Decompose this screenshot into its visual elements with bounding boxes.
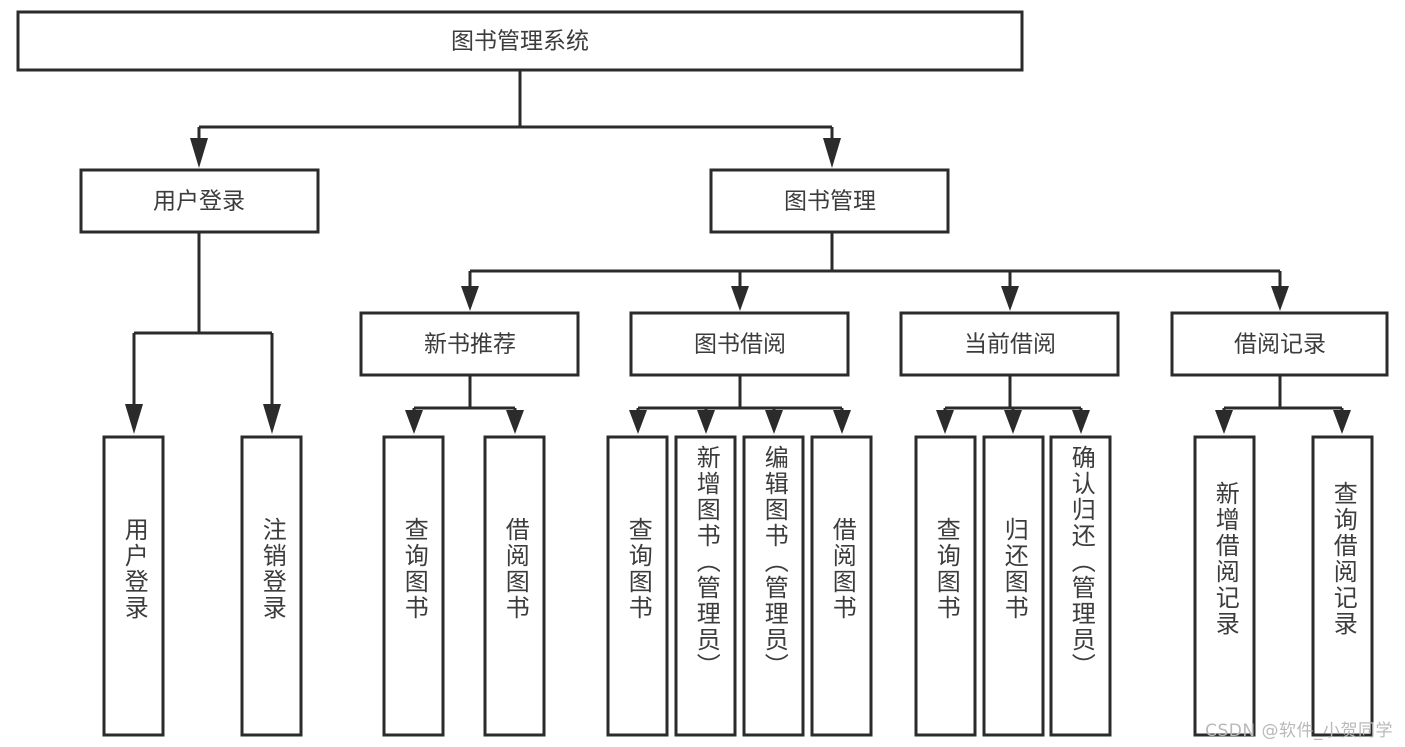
arrow-head-icon — [823, 138, 841, 168]
node-user-login-box[interactable] — [79, 168, 320, 234]
connector-group-book-manage — [461, 232, 1289, 311]
leaf-box[interactable] — [483, 435, 546, 737]
node-borrow-record[interactable]: 借阅记录 — [1170, 311, 1389, 377]
arrow-head-icon — [936, 410, 954, 434]
connector-group-root — [190, 70, 841, 168]
arrow-head-icon — [731, 286, 749, 311]
leaf-box[interactable] — [606, 435, 669, 737]
node-book-borrow-box[interactable] — [629, 311, 850, 377]
arrow-head-icon — [833, 410, 851, 434]
leaf-box[interactable] — [914, 435, 977, 737]
leaf-box[interactable] — [1311, 435, 1374, 737]
leaf-box[interactable] — [382, 435, 445, 737]
node-root-label: 图书管理系统 — [451, 29, 589, 55]
node-current-borrow-box[interactable] — [899, 311, 1120, 377]
node-book-borrow-label: 图书借阅 — [694, 332, 786, 358]
node-book-management-label: 图书管理 — [784, 189, 876, 215]
watermark: CSDN @软件_小贺同学 — [1205, 721, 1393, 741]
connector-group-borrow-record — [1215, 375, 1351, 434]
leaf-box[interactable] — [1193, 435, 1256, 737]
arrow-head-icon — [1271, 286, 1289, 311]
arrow-head-icon — [629, 410, 647, 434]
arrow-head-icon — [506, 410, 524, 434]
leaf-box[interactable] — [810, 435, 873, 737]
arrow-head-icon — [1215, 410, 1233, 434]
arrow-head-icon — [1004, 410, 1022, 434]
node-book-borrow[interactable]: 图书借阅 — [629, 311, 850, 377]
arrow-head-icon — [1001, 286, 1019, 311]
connector-group-new-book — [405, 375, 524, 434]
connector-group-current-borrow — [936, 375, 1090, 434]
arrow-head-icon — [405, 410, 423, 434]
node-book-management-box[interactable] — [709, 168, 950, 234]
node-new-book-recommend-box[interactable] — [359, 311, 580, 377]
arrow-head-icon — [461, 286, 479, 311]
leaf-box[interactable] — [102, 435, 165, 737]
node-root-box[interactable] — [16, 10, 1024, 72]
arrow-head-icon — [1072, 410, 1090, 434]
arrow-head-icon — [190, 138, 208, 168]
node-current-borrow[interactable]: 当前借阅 — [899, 311, 1120, 377]
node-borrow-record-box[interactable] — [1170, 311, 1389, 377]
arrow-head-icon — [125, 404, 143, 434]
node-root[interactable]: 图书管理系统 — [16, 10, 1024, 72]
leaf-box[interactable] — [674, 435, 737, 737]
node-new-book-recommend[interactable]: 新书推荐 — [359, 311, 580, 377]
connector-group-user-login — [125, 232, 281, 434]
node-new-book-recommend-label: 新书推荐 — [424, 332, 516, 358]
node-user-login[interactable]: 用户登录 — [79, 168, 320, 234]
connector-group-book-borrow — [629, 375, 851, 434]
node-borrow-record-label: 借阅记录 — [1234, 332, 1326, 358]
leaf-box[interactable] — [982, 435, 1045, 737]
node-user-login-label: 用户登录 — [153, 189, 245, 215]
arrow-head-icon — [697, 410, 715, 434]
arrow-head-icon — [263, 404, 281, 434]
leaf-box[interactable] — [742, 435, 805, 737]
node-current-borrow-label: 当前借阅 — [964, 332, 1056, 358]
arrow-head-icon — [765, 410, 783, 434]
leaf-box[interactable] — [1049, 435, 1112, 737]
leaf-box[interactable] — [240, 435, 303, 737]
node-book-management[interactable]: 图书管理 — [709, 168, 950, 234]
arrow-head-icon — [1333, 410, 1351, 434]
